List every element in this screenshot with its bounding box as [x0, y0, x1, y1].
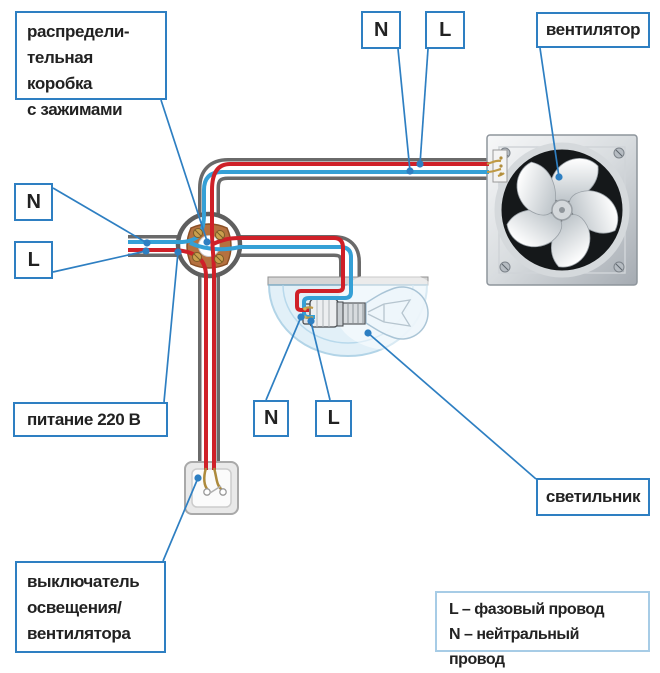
- callout-dots: [142, 160, 563, 482]
- callout-mains-n: N: [14, 183, 53, 221]
- callout-lamp: светильник: [536, 478, 650, 516]
- junction-terminal-screws: [192, 228, 225, 264]
- callout-power-220v: питание 220 В: [13, 402, 168, 437]
- legend-line-neutral: N – нейтральный провод: [449, 626, 579, 668]
- light-bulb-icon: [365, 286, 429, 340]
- switch-contacts: [203, 467, 227, 496]
- callout-lamp-l: L: [315, 400, 352, 437]
- legend-box: L – фазовый провод N – нейтральный прово…: [435, 591, 650, 668]
- junction-box-icon: [175, 211, 243, 279]
- legend-line-phase: L – фазовый провод: [449, 601, 605, 618]
- fan-icon: [486, 134, 638, 286]
- callout-fan-cable-l: L: [425, 11, 465, 49]
- callout-lamp-n: N: [253, 400, 289, 437]
- callout-pointers: [52, 47, 560, 562]
- callout-fan: вентилятор: [536, 12, 650, 48]
- callout-mains-l: L: [14, 241, 53, 279]
- callout-switch: выключатель освещения/ вентилятора: [15, 561, 166, 653]
- fan-terminal-screws: [499, 156, 503, 176]
- callout-junction-box: распредели- тельная коробка с зажимами: [15, 11, 167, 119]
- callout-fan-cable-n: N: [361, 11, 401, 49]
